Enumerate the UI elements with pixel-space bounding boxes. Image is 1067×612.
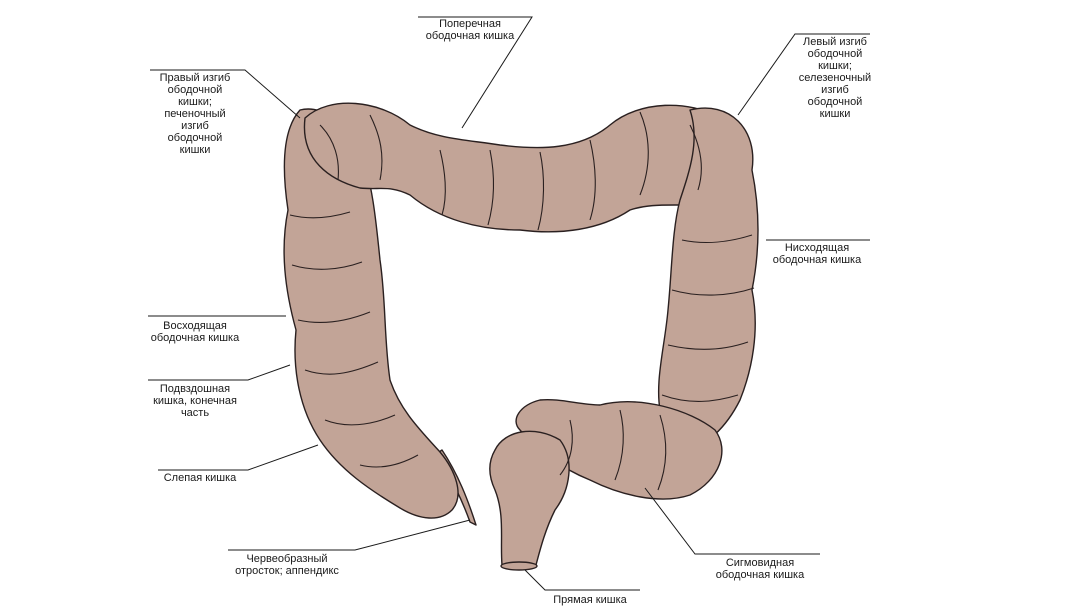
rectum-shape — [489, 430, 570, 566]
haustra-fold — [639, 111, 649, 196]
haustra-fold — [369, 114, 383, 181]
haustra-fold — [537, 151, 545, 231]
haustra-fold — [661, 394, 739, 402]
haustra-fold — [667, 341, 749, 350]
label-right-colic-flexure: Правый изгиб ободочной кишки; печеночный… — [159, 72, 231, 156]
leader-line-cecum — [158, 444, 319, 471]
anal-opening — [500, 561, 538, 571]
haustra-fold — [289, 211, 351, 219]
leader-line-rectum — [524, 569, 640, 591]
colon-illustration — [283, 102, 759, 571]
haustra-fold — [439, 149, 446, 216]
leader-line-left-flexure — [737, 33, 870, 116]
label-terminal-ileum: Подвздошная кишка, конечная часть — [153, 383, 237, 419]
haustra-fold — [324, 414, 396, 426]
label-rectum: Прямая кишка — [553, 594, 627, 606]
haustra-fold — [291, 261, 363, 270]
label-ascending-colon: Восходящая ободочная кишка — [150, 320, 240, 344]
haustra-fold — [614, 409, 624, 481]
haustra-fold — [304, 361, 379, 375]
ascending-colon-shape — [283, 108, 459, 519]
haustra-fold — [487, 149, 495, 226]
label-transverse-colon: Поперечная ободочная кишка — [425, 18, 515, 42]
haustra-fold — [657, 414, 667, 491]
haustra-fold — [359, 454, 419, 468]
haustra-fold — [559, 419, 573, 476]
label-sigmoid-colon: Сигмовидная ободочная кишка — [715, 557, 805, 581]
leader-line-ileum — [148, 364, 291, 381]
label-cecum: Слепая кишка — [163, 472, 237, 484]
leader-line-appendix — [228, 519, 471, 551]
haustra-fold — [671, 287, 755, 296]
leader-line-right-flexure — [150, 69, 301, 119]
label-descending-colon: Нисходящая ободочная кишка — [772, 242, 862, 266]
leader-line-transverse — [418, 16, 533, 129]
haustra-fold — [681, 234, 753, 244]
haustra-fold — [297, 311, 371, 323]
label-appendix: Червеобразный отросток; аппендикс — [235, 553, 339, 577]
haustra-fold — [319, 124, 339, 181]
leader-line-sigmoid — [644, 487, 820, 555]
label-left-colic-flexure: Левый изгиб ободочной кишки; селезеночны… — [798, 36, 872, 120]
haustra-fold — [589, 139, 596, 221]
haustra-fold — [689, 124, 702, 191]
sigmoid-colon-shape — [515, 398, 723, 500]
